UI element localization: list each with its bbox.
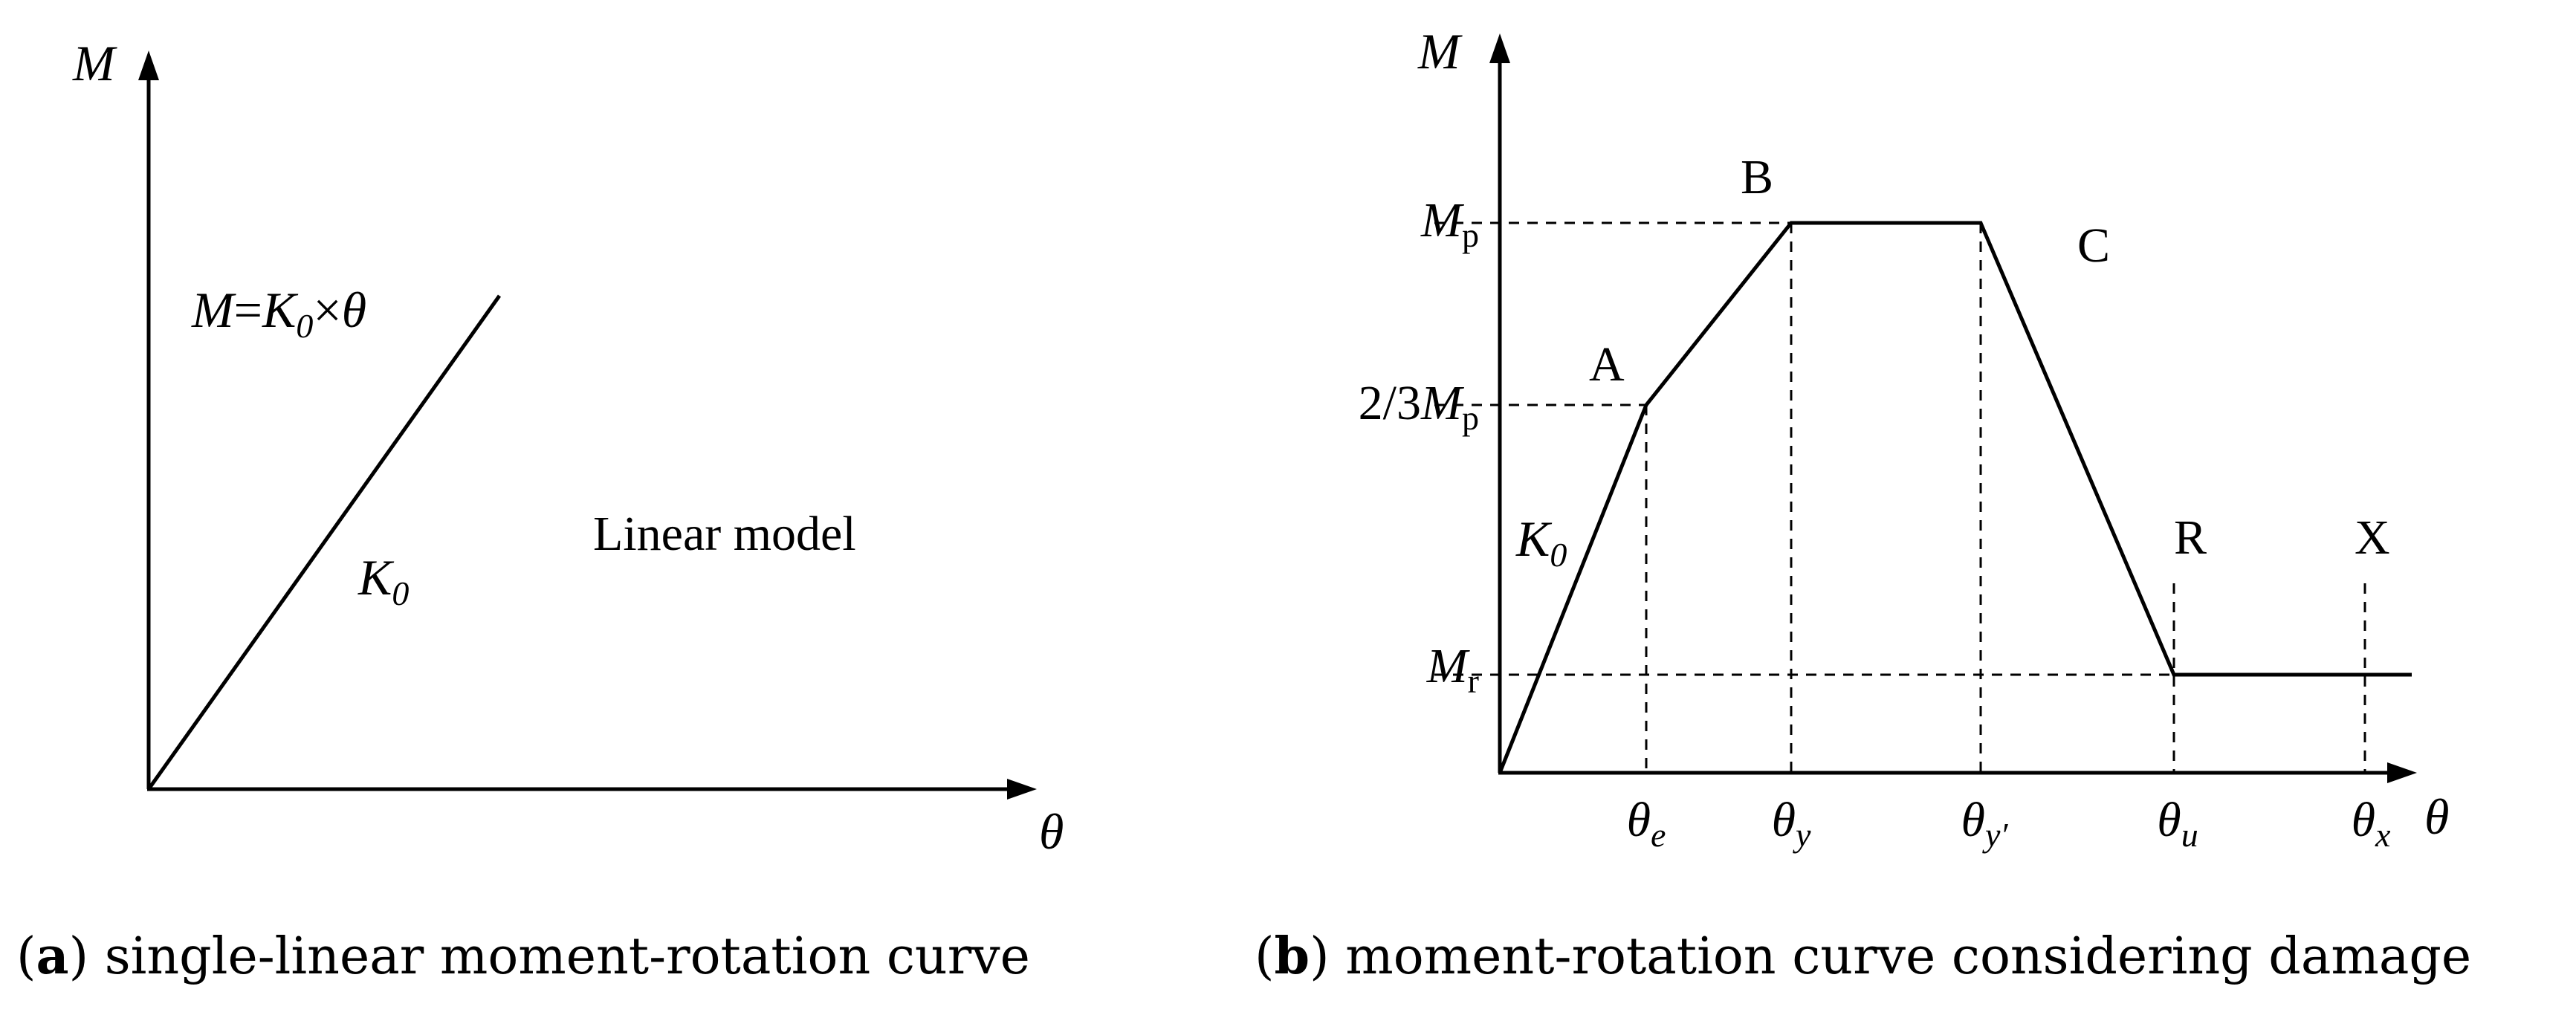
panel-b-x-arrow-icon [2387,762,2417,783]
panel-a-model-label: Linear model [593,507,856,561]
panel-b-y-label: M [1417,23,1463,80]
point-c-label: C [2077,218,2110,273]
two-thirds-mp-tick-label: 2/3Mp [1359,376,1479,437]
theta-x-tick-label: θx [2352,793,2391,854]
panel-b-y-arrow-icon [1489,33,1510,63]
point-a-label: A [1589,337,1625,392]
mp-tick-label: Mp [1420,193,1479,254]
panel-a: M θ M=K0×θ K0 Linear model (a) single-li… [16,35,1064,986]
panel-a-y-label: M [72,35,117,91]
panel-a-slope-label: K0 [357,549,409,612]
theta-e-tick-label: θe [1627,793,1666,854]
point-b-label: B [1741,150,1773,204]
panel-a-x-arrow-icon [1007,779,1037,800]
panel-b: M θ Mp 2/3Mp Mr θe θy θy′ θu θx A B C R … [1255,23,2471,986]
theta-u-tick-label: θu [2157,793,2198,854]
panel-a-x-label: θ [1039,803,1064,860]
panel-b-slope-label: K0 [1515,510,1567,574]
panel-a-equation: M=K0×θ [191,282,366,345]
panel-a-linear-line [146,294,502,791]
panel-a-caption: (a) single-linear moment-rotation curve [16,927,1030,986]
moment-rotation-curve [1498,221,2412,774]
theta-y-prime-tick-label: θy′ [1961,793,2009,854]
mr-tick-label: Mr [1426,639,1479,700]
panel-b-caption: (b) moment-rotation curve considering da… [1255,927,2471,986]
point-r-label: R [2174,510,2207,565]
point-x-label: X [2355,510,2390,565]
panel-a-y-arrow-icon [138,51,159,80]
theta-y-tick-label: θy [1772,793,1811,854]
panel-b-x-label: θ [2424,788,2449,845]
